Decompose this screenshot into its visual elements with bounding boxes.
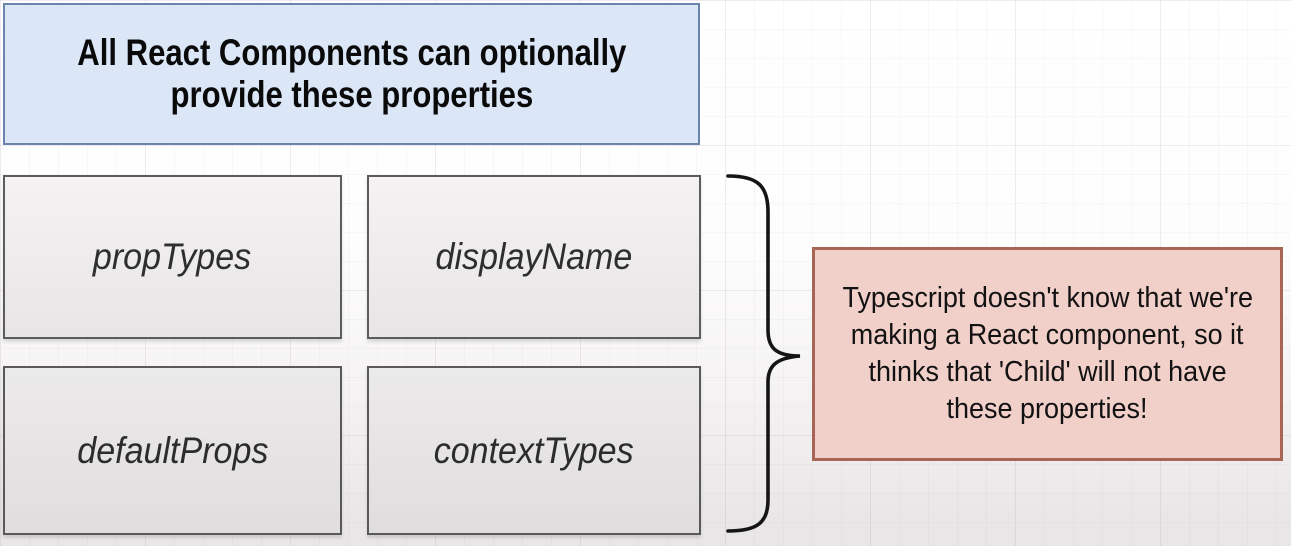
note-line: these properties!: [947, 393, 1148, 425]
note-box: Typescript doesn't know that we're makin…: [812, 247, 1283, 461]
property-label: contextTypes: [434, 429, 634, 471]
property-box-defaultprops: defaultProps: [3, 366, 342, 535]
header-box: All React Components can optionally prov…: [3, 3, 700, 145]
property-box-displayname: displayName: [367, 175, 701, 339]
property-label: displayName: [435, 236, 633, 277]
property-box-contexttypes: contextTypes: [367, 366, 701, 535]
property-label: propTypes: [93, 236, 252, 277]
property-box-proptypes: propTypes: [3, 175, 342, 339]
header-line: provide these properties: [170, 74, 533, 115]
note-line: making a React component, so it: [851, 319, 1244, 351]
note-line: thinks that 'Child' will not have: [868, 356, 1227, 388]
header-line: All React Components can optionally: [76, 32, 627, 73]
right-curly-brace-icon: [726, 174, 801, 533]
property-label: defaultProps: [76, 429, 269, 471]
note-line: Typescript doesn't know that we're: [842, 282, 1253, 314]
